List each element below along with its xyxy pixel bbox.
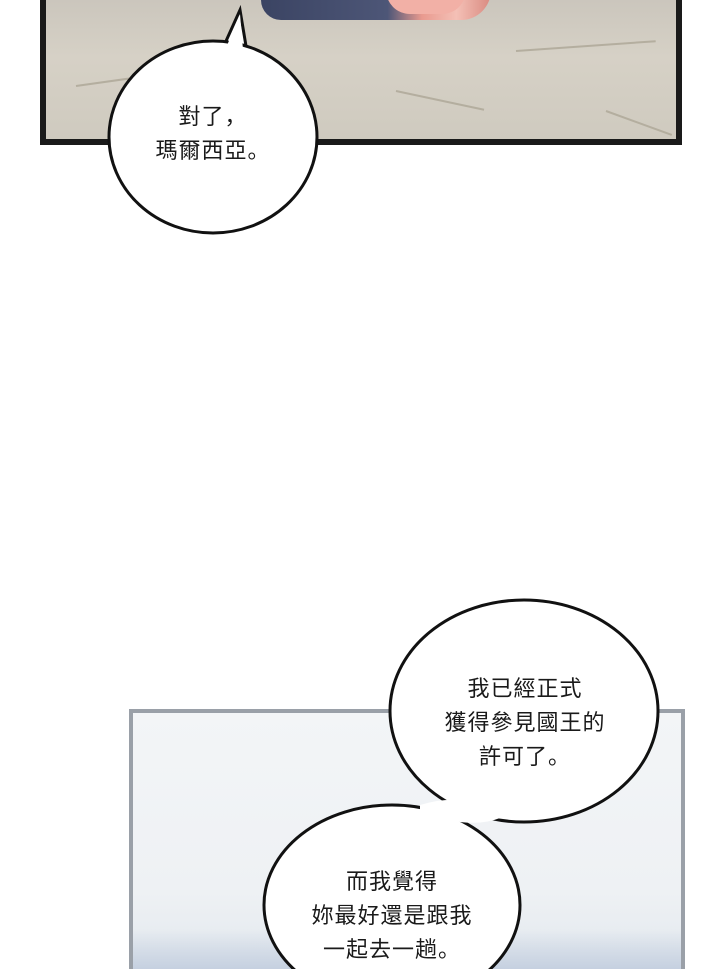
bubble-2-text: 我已經正式 獲得參見國王的 許可了。 [405, 673, 645, 775]
bubble-join [420, 799, 500, 823]
bubble-3-line-1: 而我覺得 [345, 870, 438, 895]
bubble-2-line-3: 許可了。 [478, 745, 571, 770]
bubble-1-line-1: 對了， [178, 105, 248, 130]
bubble-2-line-2: 獲得參見國王的 [444, 711, 606, 736]
bubble-1-text: 對了， 瑪爾西亞。 [113, 101, 313, 169]
comic-page: 對了， 瑪爾西亞。 我已經正式 獲得參見國王的 許可了。 而我覺得 妳最好還是跟… [40, 0, 685, 969]
speech-bubbles-layer [107, 4, 660, 969]
bubble-1-line-2: 瑪爾西亞。 [155, 139, 271, 164]
speech-bubble-1 [107, 4, 319, 235]
speech-bubble-2 [388, 598, 660, 824]
bubble-3-text: 而我覺得 妳最好還是跟我 一起去一趟。 [272, 866, 512, 968]
bubble-2-line-1: 我已經正式 [467, 677, 583, 702]
bubble-3-line-2: 妳最好還是跟我 [311, 904, 473, 929]
character-hand [386, 0, 466, 14]
bubble-3-line-3: 一起去一趟。 [322, 938, 461, 963]
speech-bubble-3 [262, 803, 522, 969]
